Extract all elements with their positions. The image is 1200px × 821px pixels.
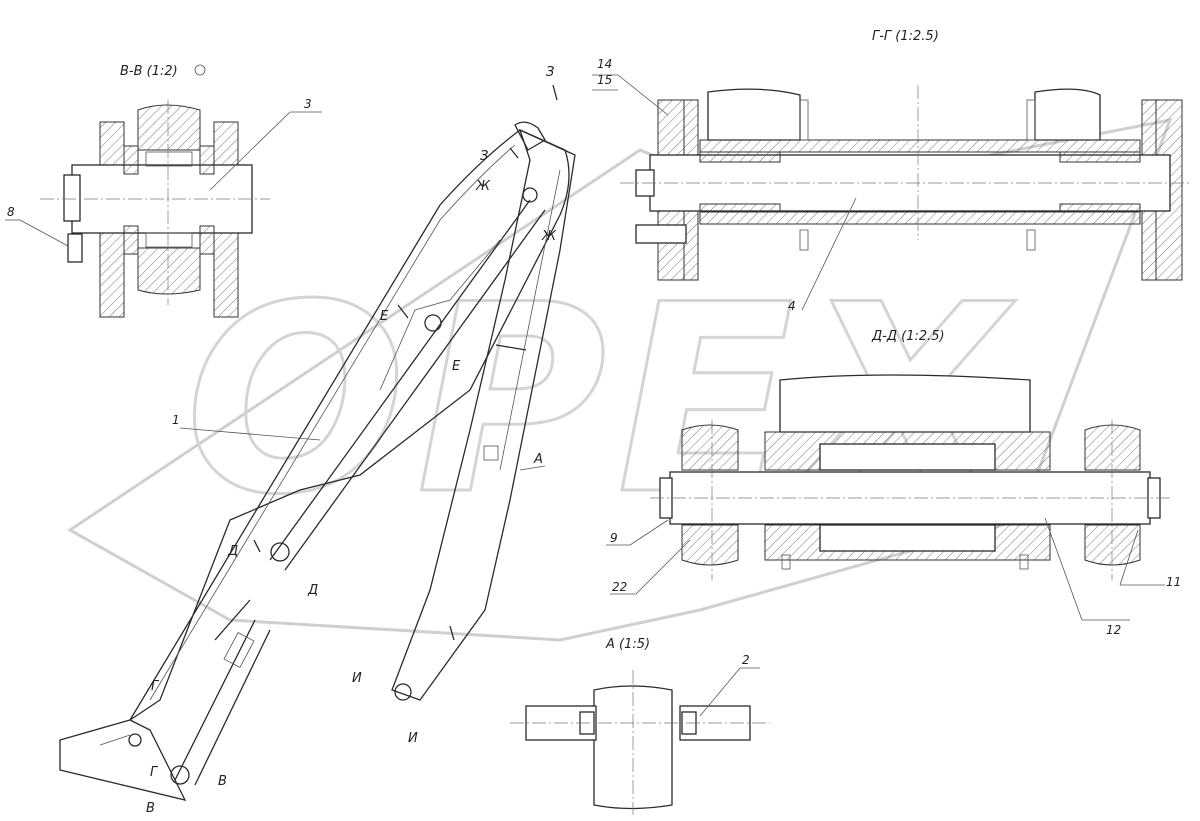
cut-mark-d-1: Д <box>227 544 238 559</box>
boom-assembly: 1 <box>59 121 576 801</box>
cut-mark-g-1: Г <box>151 679 160 694</box>
section-gg-title: Г-Г (1:2.5) <box>872 29 939 44</box>
cut-mark-zh-2: Ж <box>541 229 557 244</box>
section-dd-title: Д-Д (1:2.5) <box>871 329 945 344</box>
callout-14: 14 <box>597 57 612 71</box>
cut-mark-z-top: З <box>546 65 554 80</box>
cut-mark-i-2: И <box>408 731 418 746</box>
cut-mark-a: А <box>533 452 543 467</box>
cut-mark-v-1: В <box>218 774 227 789</box>
callout-2: 2 <box>742 653 750 667</box>
cut-marks: З З Ж Ж Е Е А Д Д И И Г Г В В <box>146 65 558 816</box>
cut-mark-z: З <box>480 149 488 164</box>
callout-1: 1 <box>172 413 180 427</box>
callout-4: 4 <box>788 299 796 313</box>
view-a: А (1:5) 2 <box>510 637 770 815</box>
cut-mark-i-1: И <box>352 671 362 686</box>
section-gg: Г-Г (1:2.5) 14 15 4 <box>592 29 1190 313</box>
section-vv: В-В (1:2) 8 3 <box>5 64 322 318</box>
cut-mark-d-2: Д <box>307 583 318 598</box>
callout-22: 22 <box>612 580 627 594</box>
callout-8: 8 <box>7 205 15 219</box>
callout-9: 9 <box>610 531 618 545</box>
callout-3-vv: 3 <box>304 97 312 111</box>
view-a-title: А (1:5) <box>605 637 650 652</box>
cut-mark-zh-1: Ж <box>475 179 491 194</box>
section-dd: Д-Д (1:2.5) 9 22 11 12 <box>606 329 1181 637</box>
cut-mark-g-2: Г <box>150 765 159 780</box>
section-vv-title: В-В (1:2) <box>120 64 178 79</box>
callout-11: 11 <box>1166 575 1181 589</box>
callout-12: 12 <box>1106 623 1121 637</box>
cut-mark-e-1: Е <box>380 309 389 324</box>
cut-mark-e-2: Е <box>452 359 461 374</box>
callout-15: 15 <box>597 73 612 87</box>
cut-mark-v-2: В <box>146 801 155 816</box>
